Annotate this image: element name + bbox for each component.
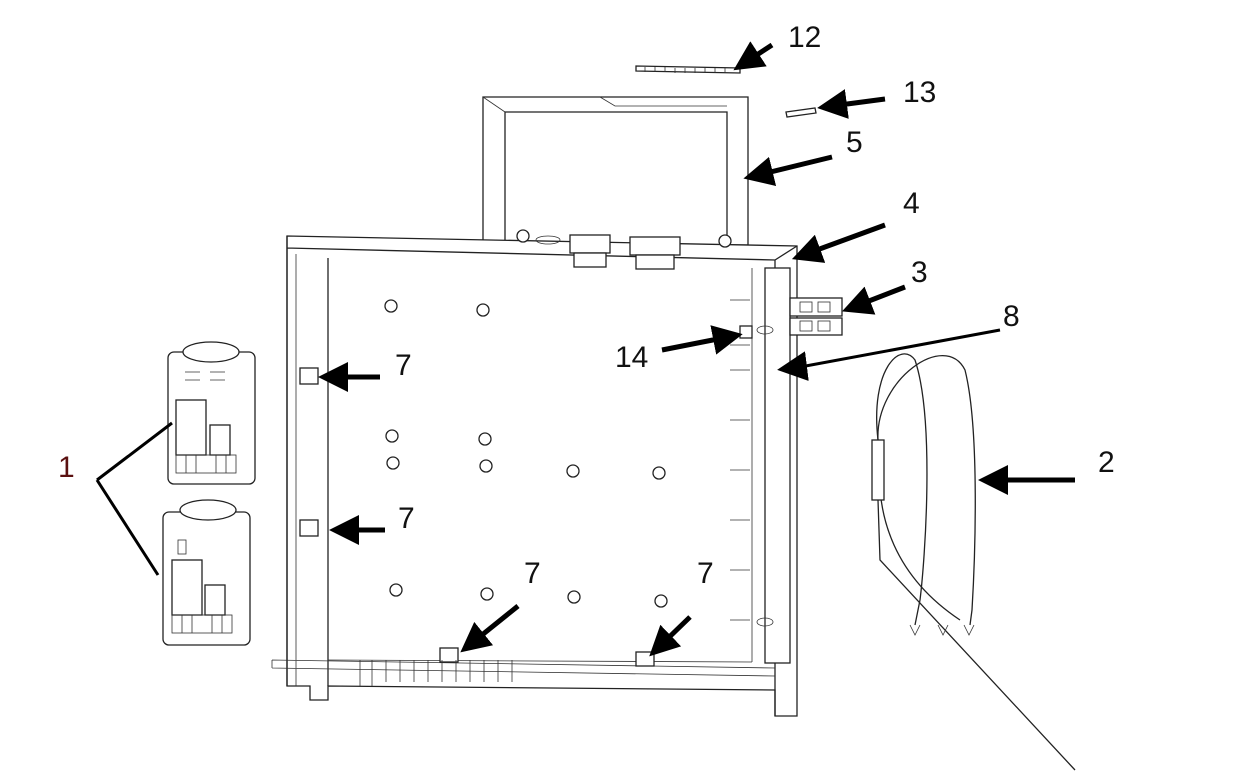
part-7-clip: [439, 647, 459, 663]
callout-7: 7: [697, 557, 714, 590]
part-1-relay-board: [162, 499, 251, 646]
part-7-clip: [299, 367, 319, 385]
part-7-clip: [299, 519, 319, 537]
part-3-connector: [789, 297, 843, 336]
part-1-leader-lines: [95, 421, 173, 576]
callout-2: 2: [1098, 446, 1115, 479]
callout-8: 8: [1003, 300, 1020, 333]
part-7-clip: [635, 651, 655, 667]
arrows: [318, 41, 1075, 657]
part-1-relay-board: [167, 341, 256, 485]
callout-7: 7: [524, 557, 541, 590]
part-2-probe: [871, 353, 1076, 771]
part-12-strip: [635, 65, 741, 74]
callout-1: 1: [58, 451, 75, 484]
part-5-cover: [482, 96, 749, 246]
part-4-frame: [271, 229, 798, 717]
callout-13: 13: [903, 76, 936, 109]
part-14-tab: [739, 325, 753, 339]
callout-4: 4: [903, 187, 920, 220]
part-13-clip: [785, 107, 817, 118]
callout-14: 14: [615, 341, 648, 374]
callout-12: 12: [788, 21, 821, 54]
callout-7: 7: [398, 502, 415, 535]
callout-7: 7: [395, 349, 412, 382]
callout-5: 5: [846, 126, 863, 159]
callout-3: 3: [911, 256, 928, 289]
